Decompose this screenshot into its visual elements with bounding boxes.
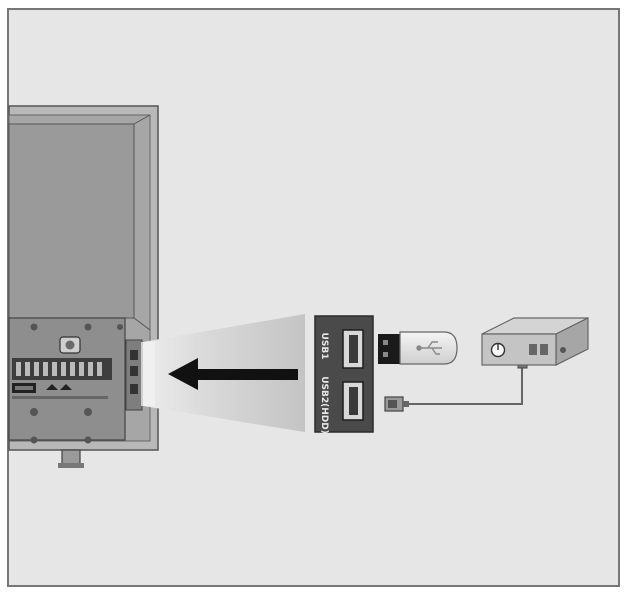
usb2-port-label: USB2(HDD) bbox=[319, 376, 329, 434]
side-port-strip bbox=[125, 339, 143, 411]
connector-strip bbox=[12, 358, 112, 380]
usb-port-panel: USB1 USB2(HDD) bbox=[314, 315, 374, 434]
direction-arrow bbox=[168, 358, 298, 390]
hdmi-port-icon bbox=[12, 383, 36, 393]
antenna-port-icon bbox=[46, 384, 72, 390]
usb2-port-icon bbox=[342, 381, 364, 421]
usb-flash-drive-icon bbox=[378, 331, 458, 365]
usb1-port-label: USB1 bbox=[319, 333, 329, 360]
tv-stand-foot bbox=[58, 449, 84, 468]
tv-connector-panel bbox=[8, 317, 126, 444]
hdd-cable-plug bbox=[384, 396, 409, 412]
external-hard-drive-icon bbox=[481, 317, 589, 366]
tv-back bbox=[8, 105, 159, 468]
power-socket-icon bbox=[59, 336, 81, 354]
hdd-cable bbox=[409, 366, 523, 405]
zoom-highlight bbox=[141, 342, 155, 406]
usb-trident-icon bbox=[416, 341, 442, 355]
usb1-port-icon bbox=[342, 329, 364, 369]
